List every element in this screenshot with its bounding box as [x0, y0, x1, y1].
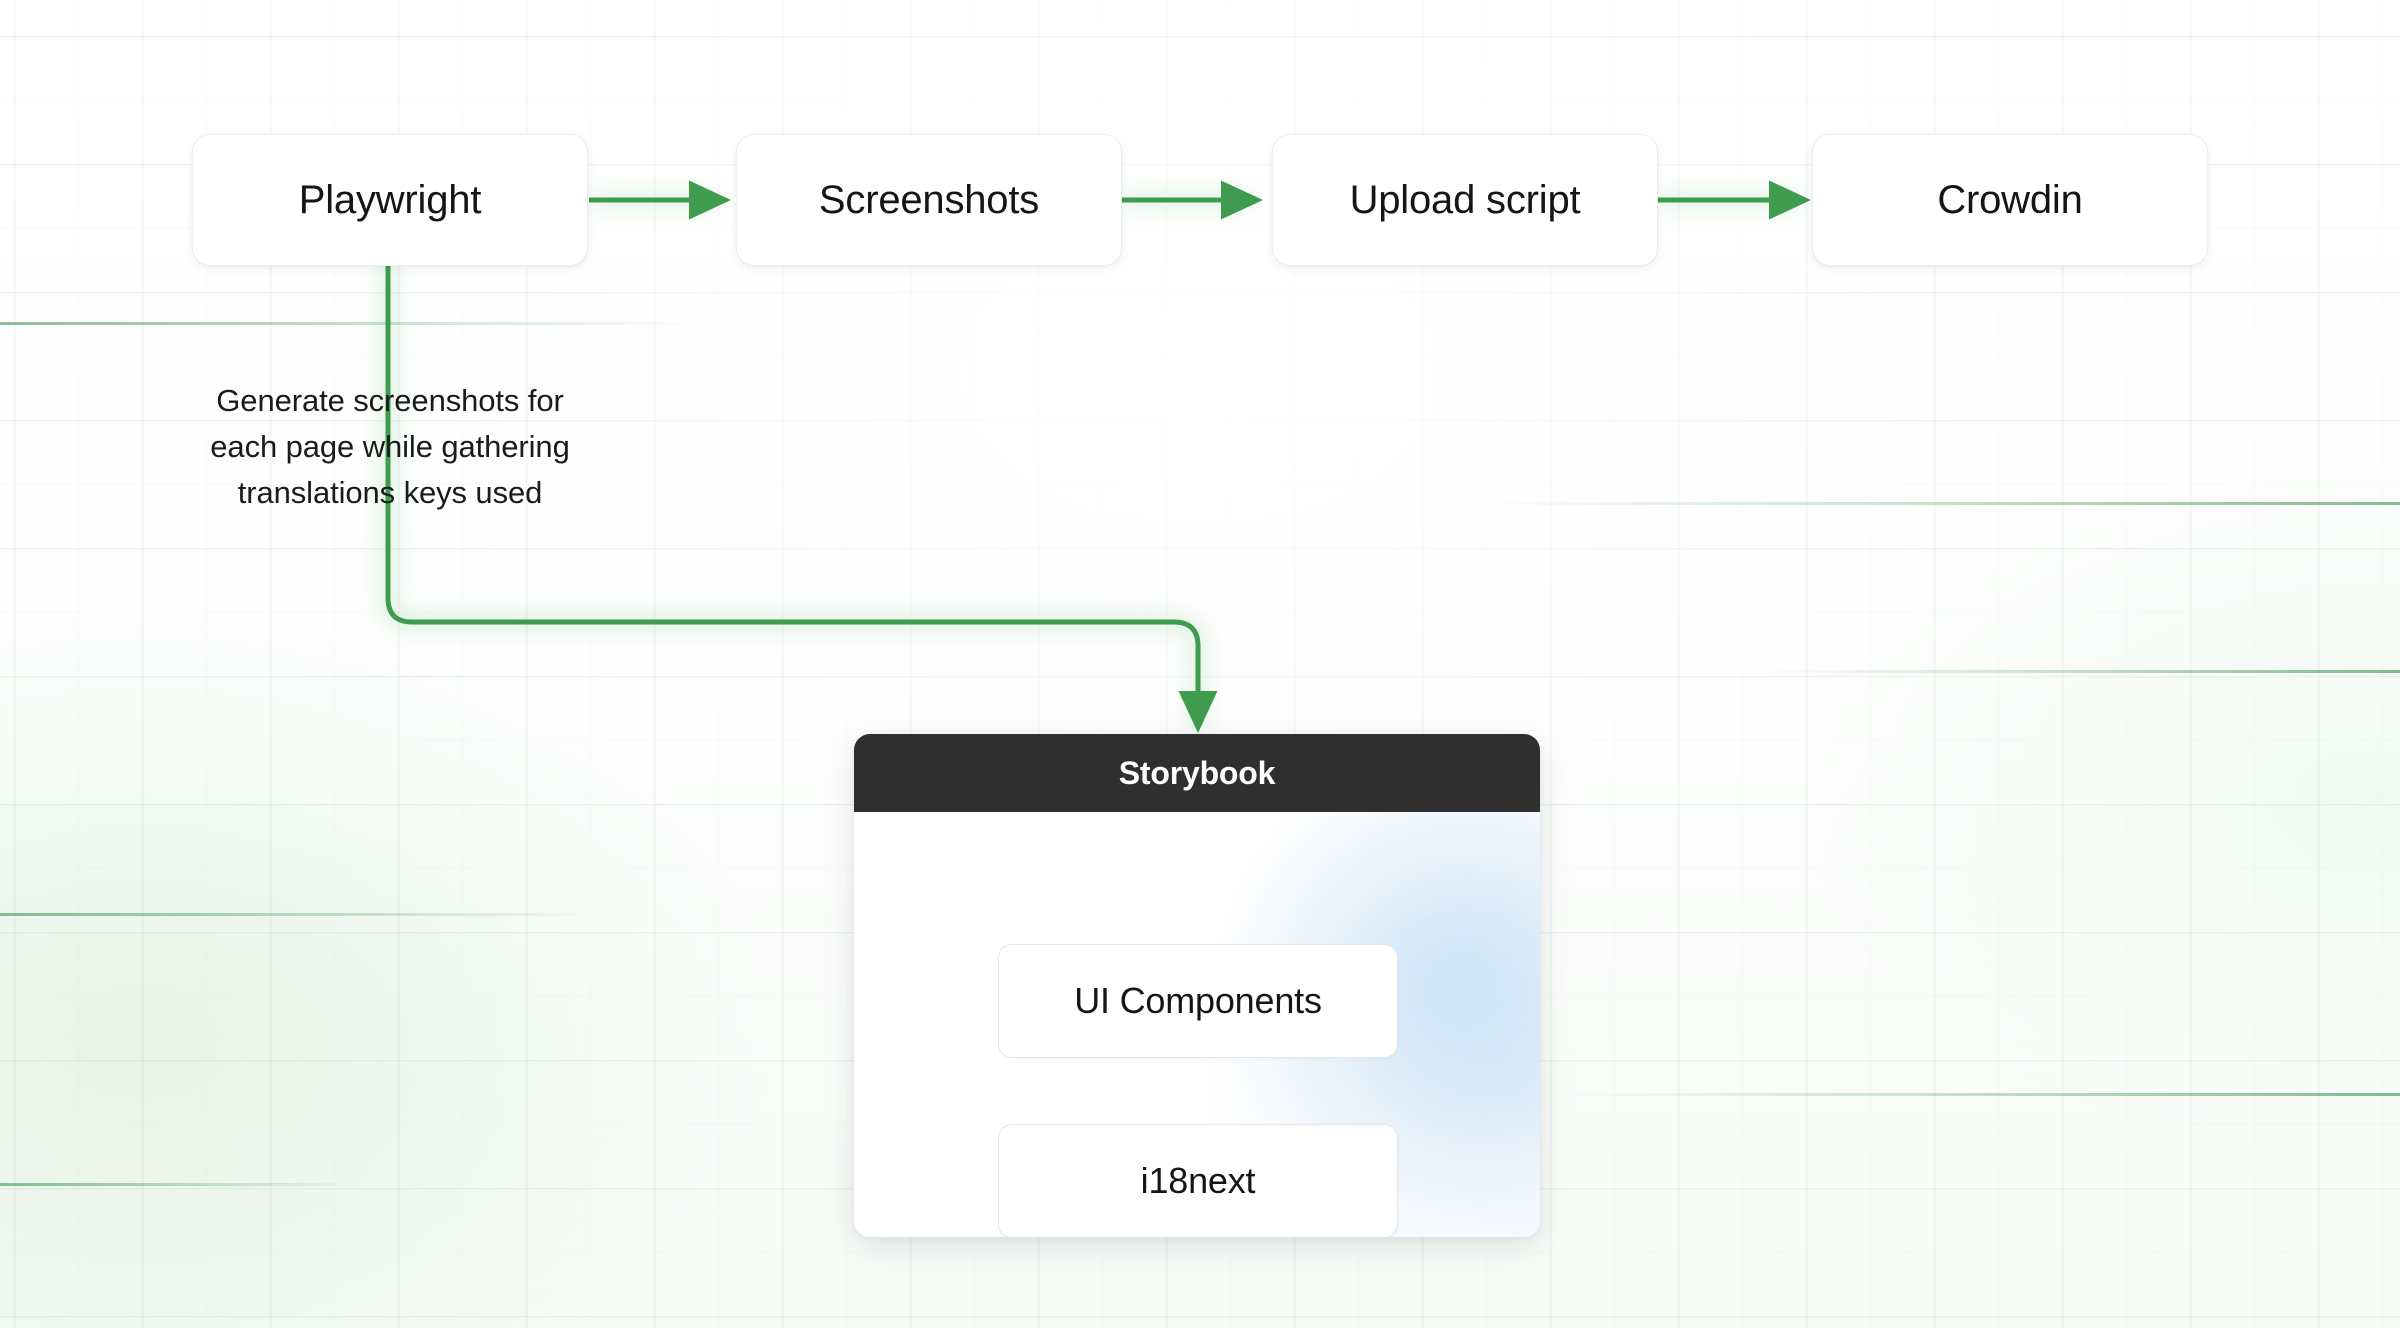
node-ui-components-label: UI Components	[1074, 980, 1322, 1021]
storybook-panel-body: UI Components i18next	[854, 812, 1540, 1237]
node-i18next-label: i18next	[1140, 1160, 1256, 1201]
node-upload-script-label: Upload script	[1349, 177, 1581, 222]
node-crowdin[interactable]: Crowdin	[1812, 134, 2208, 266]
storybook-panel-header: Storybook	[854, 734, 1540, 812]
node-playwright-label: Playwright	[298, 177, 482, 222]
node-playwright[interactable]: Playwright	[192, 134, 588, 266]
annotation-text: Generate screenshots for each page while…	[150, 378, 630, 516]
storybook-panel[interactable]: Storybook UI Components i18next	[854, 734, 1540, 1237]
node-upload-script[interactable]: Upload script	[1272, 134, 1658, 266]
node-ui-components[interactable]: UI Components	[998, 944, 1398, 1058]
node-screenshots[interactable]: Screenshots	[736, 134, 1122, 266]
annotation-line-3: translations keys used	[237, 475, 543, 510]
node-screenshots-label: Screenshots	[818, 177, 1040, 222]
annotation-line-2: each page while gathering	[210, 429, 570, 464]
node-i18next[interactable]: i18next	[998, 1124, 1398, 1237]
node-crowdin-label: Crowdin	[1937, 177, 2083, 222]
storybook-panel-title: Storybook	[1118, 754, 1276, 791]
annotation-line-1: Generate screenshots for	[216, 383, 564, 418]
